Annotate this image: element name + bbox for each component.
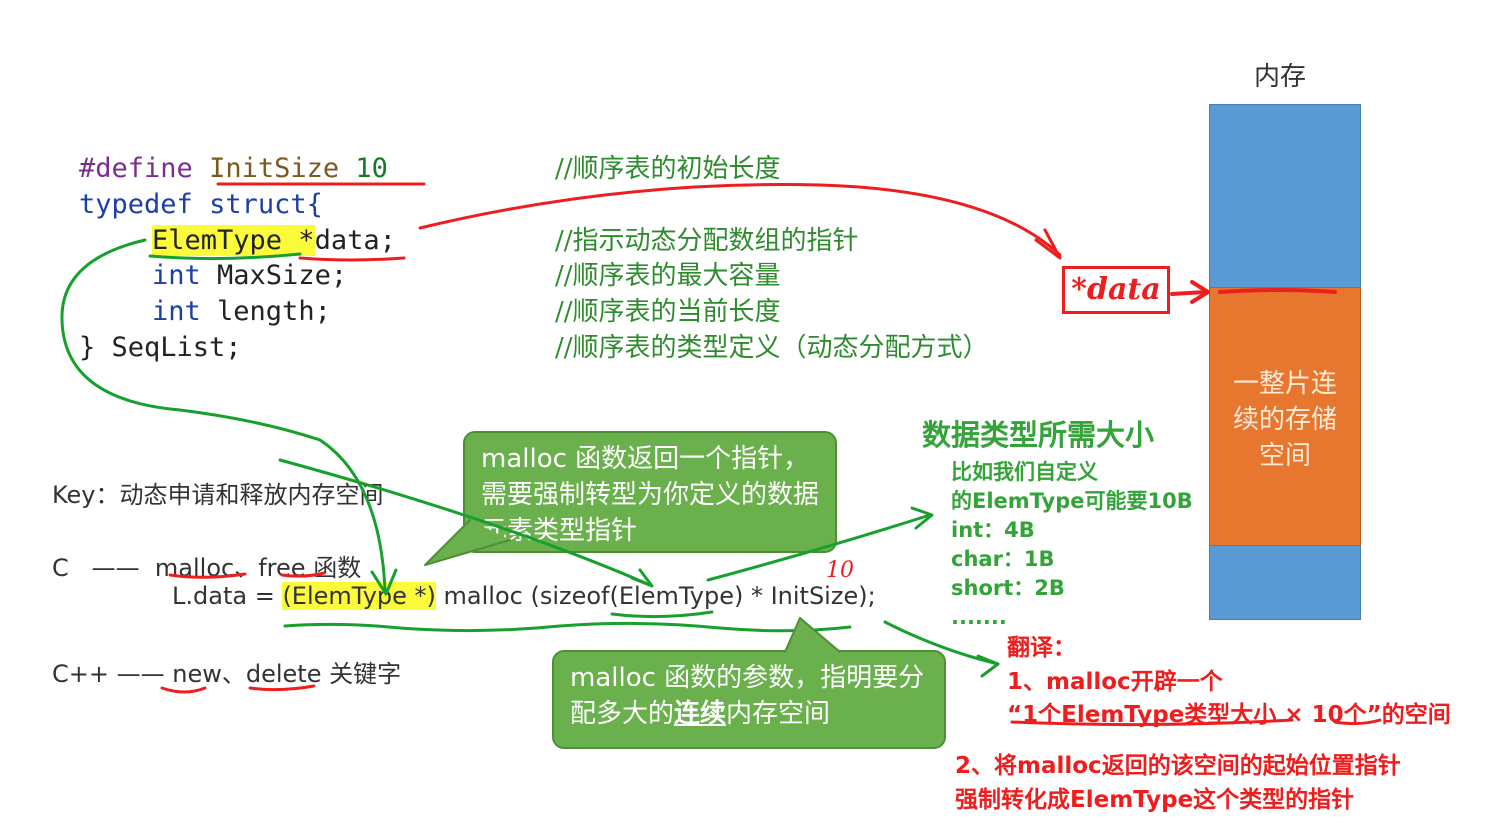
comment-data-pointer: //指示动态分配数组的指针: [555, 226, 859, 256]
translation-line-3: 2、将malloc返回的该空间的起始位置指针: [955, 753, 1401, 779]
code-line-length: int length;: [152, 296, 331, 327]
size-note-lines: 比如我们自定义 的ElemType可能要10B int：4B char：1B s…: [951, 460, 1193, 629]
green-underline-sizeof: [610, 610, 714, 619]
c-malloc-code: L.data = (ElemType *) malloc (sizeof(Ele…: [172, 582, 876, 610]
memory-block-allocated: 一整片连 续的存储 空间: [1209, 287, 1361, 547]
translation-line-4: 强制转化成ElemType这个类型的指针: [955, 787, 1355, 813]
malloc-param-bubble: malloc 函数的参数，指明要分配多大的连续内存空间: [552, 650, 946, 749]
malloc-return-bubble: malloc 函数返回一个指针，需要强制转型为你定义的数据元素类型指针: [463, 431, 837, 553]
translation-line-2: “1个ElemType类型大小 × 10个”的空间: [1007, 702, 1451, 728]
comment-maxsize: //顺序表的最大容量: [555, 261, 781, 291]
comment-init-size: //顺序表的初始长度: [555, 154, 781, 184]
code-line-data: ElemType *data;: [152, 225, 396, 256]
size-note-title: 数据类型所需大小: [922, 418, 1155, 452]
memory-text-line-1: 一整片连: [1232, 369, 1337, 399]
code-line-define: #define InitSize 10: [79, 153, 388, 184]
code-line-typedef: typedef struct{: [79, 189, 323, 220]
code-line-seqlist: } SeqList;: [79, 332, 242, 363]
cast-highlight: (ElemType *): [282, 582, 436, 610]
key-line: Key：动态申请和释放内存空间: [52, 481, 384, 509]
memory-label: 内存: [1254, 62, 1307, 92]
memory-block-bottom: [1209, 545, 1361, 620]
c-malloc-free-line: C —— malloc、free 函数: [52, 554, 362, 582]
code-line-maxsize: int MaxSize;: [152, 260, 348, 291]
elemtype-highlight: ElemType: [152, 225, 283, 256]
data-pointer-label: *data: [1071, 272, 1161, 307]
memory-block-top: [1209, 104, 1361, 289]
arrow-box-to-memory: [1170, 290, 1208, 296]
cpp-new-delete-line: C++ —— new、delete 关键字: [52, 660, 402, 688]
memory-text-line-2: 续的存储: [1232, 405, 1337, 435]
memory-text-line-3: 空间: [1258, 441, 1311, 471]
green-wavy-underline: [283, 621, 852, 633]
translation-title: 翻译：: [1007, 635, 1076, 661]
comment-seqlist: //顺序表的类型定义（动态分配方式）: [555, 333, 989, 363]
data-pointer-box: *data: [1062, 266, 1170, 314]
translation-line-1: 1、malloc开辟一个: [1007, 669, 1223, 695]
handwritten-ten: 10: [826, 558, 854, 583]
bubble2-tail: [784, 617, 841, 653]
comment-length: //顺序表的当前长度: [555, 297, 781, 327]
